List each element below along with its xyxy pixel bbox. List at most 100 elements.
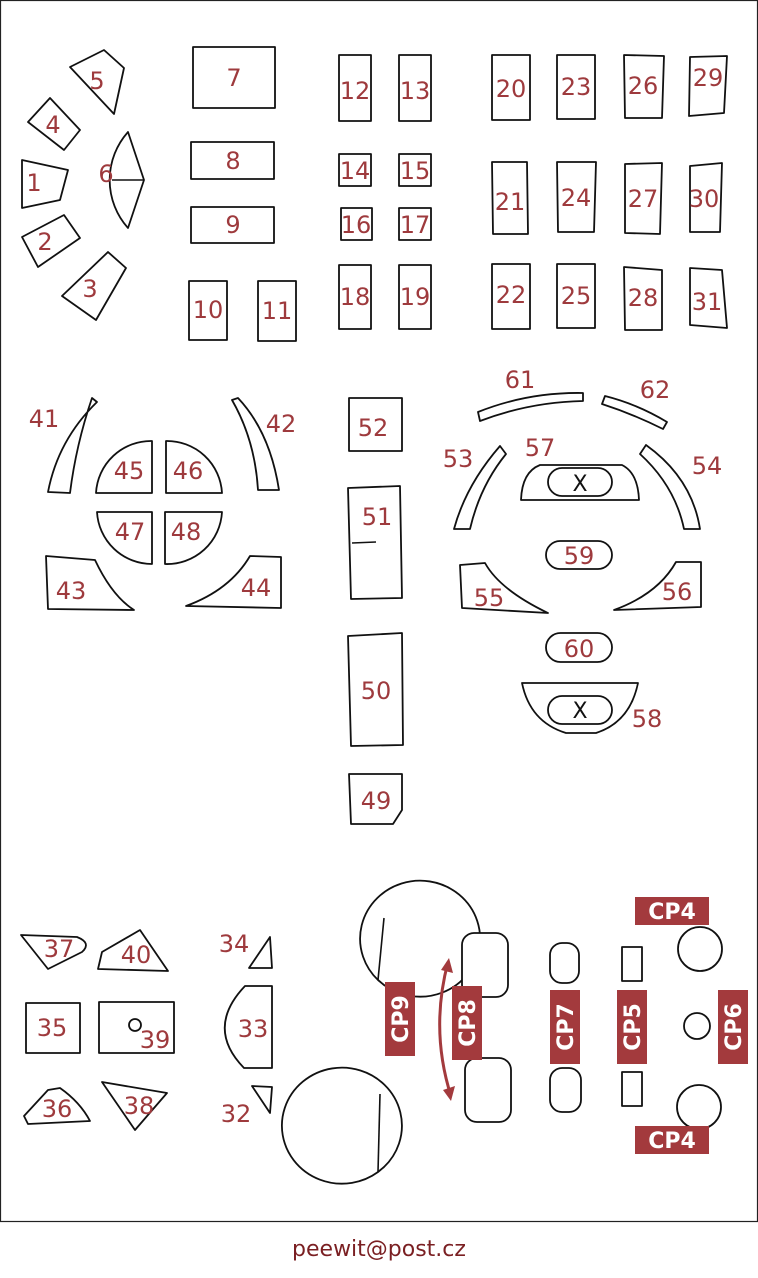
part-cp5-bottom: [621, 1071, 643, 1107]
cp4-top-label: CP4: [648, 900, 696, 925]
label-part-12: 12: [340, 77, 371, 105]
label-part-36: 36: [42, 1095, 73, 1123]
label-part-31: 31: [692, 288, 723, 316]
part-42: [231, 397, 280, 491]
part-cp9-disc-bottom: [281, 1066, 403, 1185]
part-34: [248, 936, 273, 969]
cp7-label: CP7: [554, 1003, 579, 1051]
part-59: [545, 540, 613, 570]
part-55: [459, 562, 549, 614]
footer-email: peewit@post.cz: [292, 1237, 466, 1262]
label-part-22: 22: [496, 281, 527, 309]
label-part-13: 13: [400, 77, 431, 105]
label-part-29: 29: [693, 64, 724, 92]
part-30: [689, 162, 723, 233]
part-12: [338, 54, 372, 122]
label-part-27: 27: [628, 185, 659, 213]
part-cp7-bottom: [549, 1067, 582, 1113]
label-part-62: 62: [640, 376, 671, 404]
label-part-47: 47: [115, 518, 146, 546]
label-part-42: 42: [266, 410, 297, 438]
label-part-25: 25: [561, 282, 592, 310]
label-part-51: 51: [362, 503, 393, 531]
part-4: [27, 97, 81, 151]
part-21: [491, 161, 529, 235]
part-41: [47, 397, 98, 494]
label-part-46: 46: [173, 457, 204, 485]
label-part-56: 56: [662, 578, 693, 606]
cp9-disc-top-line: [377, 917, 385, 981]
part-23: [556, 54, 596, 120]
cp9-label-box: [385, 982, 415, 1056]
part-51-line: [351, 541, 377, 544]
part-cp8-bottom: [464, 1057, 512, 1123]
cp4-bottom-label: CP4: [648, 1129, 696, 1154]
part-2: [21, 214, 81, 268]
part-54: [639, 444, 701, 530]
part-15: [398, 153, 432, 187]
part-cp4-bottom: [676, 1084, 722, 1130]
part-5: [69, 49, 125, 115]
label-part-61: 61: [505, 366, 536, 394]
part-32: [251, 1085, 273, 1114]
label-part-16: 16: [341, 211, 372, 239]
part-9: [190, 206, 275, 244]
part-56: [613, 561, 702, 611]
label-part-59: 59: [564, 542, 595, 570]
label-part-39: 39: [140, 1026, 171, 1054]
part-26: [623, 54, 665, 119]
part-cp4-top: [677, 926, 723, 972]
part-cp8-top: [461, 932, 509, 998]
label-part-50: 50: [361, 677, 392, 705]
cp9-label: CP9: [389, 995, 414, 1043]
part-11: [257, 280, 297, 342]
label-part-52: 52: [358, 414, 389, 442]
part-40: [97, 929, 169, 972]
label-part-37: 37: [44, 935, 75, 963]
cp4-bottom-label-box: [635, 1126, 709, 1154]
cp6-label-box: [718, 990, 748, 1064]
label-part-49: 49: [361, 787, 392, 815]
part-28: [623, 266, 663, 331]
part-50: [347, 632, 404, 747]
label-part-54: 54: [692, 452, 723, 480]
part-27: [624, 162, 663, 235]
label-part-40: 40: [121, 941, 152, 969]
part-57-hole: [547, 467, 613, 497]
part-44: [185, 555, 282, 609]
cutout-mark-58: X: [572, 699, 587, 724]
cp8-arrow-head-top: [441, 958, 453, 973]
part-52: [348, 397, 403, 452]
part-19: [398, 264, 432, 330]
part-46: [165, 440, 223, 494]
part-8: [190, 141, 275, 180]
part-47: [96, 511, 153, 565]
cp5-label: CP5: [621, 1003, 646, 1051]
label-part-2: 2: [37, 228, 52, 256]
part-53: [453, 445, 507, 530]
part-3: [61, 251, 127, 321]
label-part-34: 34: [219, 930, 250, 958]
part-33: [223, 985, 273, 1069]
cp7-label-box: [550, 990, 580, 1064]
label-part-1: 1: [26, 169, 41, 197]
part-58-hole: [547, 695, 613, 725]
label-part-18: 18: [340, 283, 371, 311]
part-38: [101, 1081, 168, 1131]
part-45: [95, 440, 153, 494]
label-part-57: 57: [525, 434, 556, 462]
label-part-24: 24: [561, 184, 592, 212]
part-61: [477, 392, 584, 422]
label-part-3: 3: [82, 275, 97, 303]
cp5-label-box: [617, 990, 647, 1064]
part-49: [348, 773, 403, 825]
part-cp5-top: [621, 946, 643, 982]
part-10: [188, 280, 228, 341]
part-29: [688, 55, 728, 117]
part-17: [398, 207, 432, 241]
cp9-disc-bottom-line: [377, 1093, 381, 1173]
part-36: [23, 1087, 91, 1125]
part-39-hole: [128, 1018, 142, 1032]
